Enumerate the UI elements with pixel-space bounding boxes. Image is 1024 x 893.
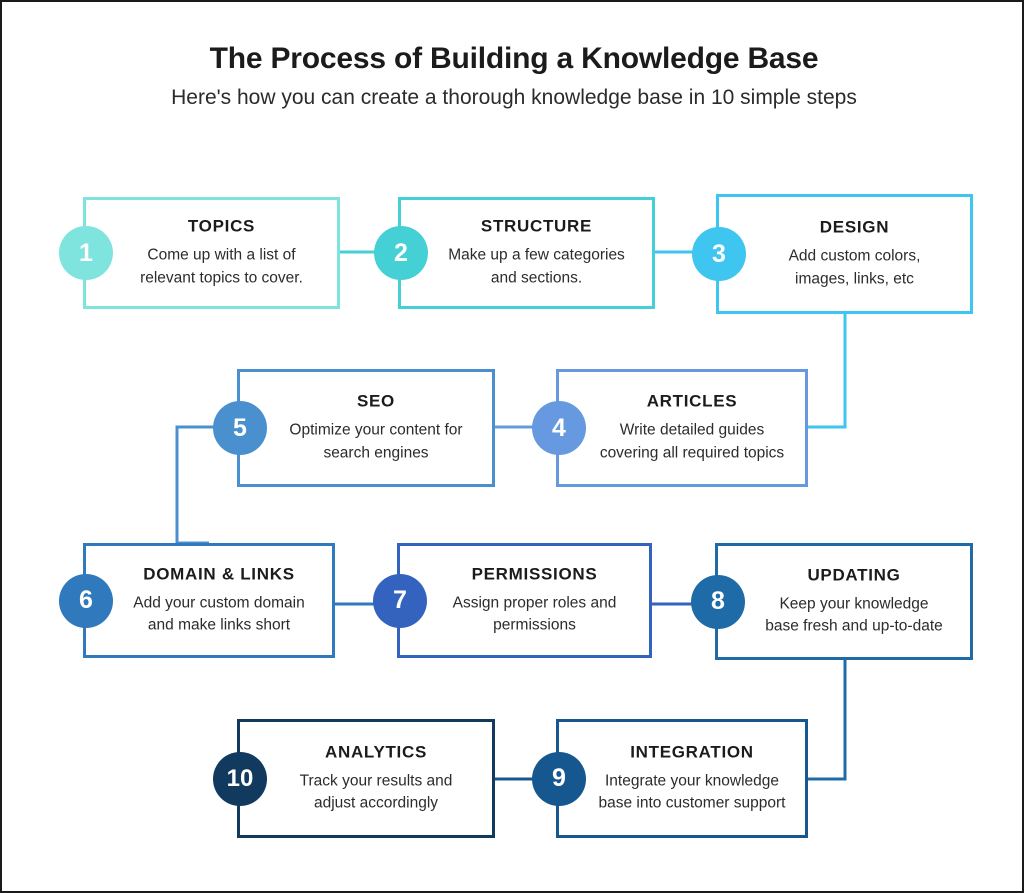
step-box-7[interactable]: 7 PERMISSIONS Assign proper roles and pe… xyxy=(373,543,652,658)
step-content-10: ANALYTICS Track your results and adjust … xyxy=(240,742,492,815)
step-title-6: DOMAIN & LINKS xyxy=(143,563,295,583)
step-desc-line2-7: permissions xyxy=(493,616,576,634)
step-number-5: 5 xyxy=(233,413,247,442)
step-badge-2: 2 xyxy=(374,226,428,280)
step-number-6: 6 xyxy=(79,586,93,614)
page-subtitle: Here's how you can create a thorough kno… xyxy=(171,86,857,109)
step-badge-4: 4 xyxy=(532,401,586,455)
step-content-7: PERMISSIONS Assign proper roles and perm… xyxy=(400,564,649,637)
step-desc-line2-6: and make links short xyxy=(147,616,291,634)
step-badge-1: 1 xyxy=(59,226,113,280)
step-desc-line2-10: adjust accordingly xyxy=(313,794,439,812)
step-desc-line2-1: relevant topics to cover. xyxy=(140,269,303,287)
step-box-1[interactable]: 1 TOPICS Come up with a list of relevant… xyxy=(59,197,340,309)
step-desc-line1-5: Optimize your content for xyxy=(289,421,463,439)
step-badge-8: 8 xyxy=(691,574,745,629)
step-content-5: SEO Optimize your content for search eng… xyxy=(240,391,492,464)
step-title-10: ANALYTICS xyxy=(324,741,428,761)
step-desc-line1-7: Assign proper roles and xyxy=(452,594,617,612)
step-content-6: DOMAIN & LINKS Add your custom domain an… xyxy=(86,564,332,637)
step-desc-line2-5: search engines xyxy=(323,444,429,462)
step-number-4: 4 xyxy=(552,413,566,442)
step-desc-line2-4: covering all required topics xyxy=(599,444,785,462)
step-content-9: INTEGRATION Integrate your knowledge bas… xyxy=(559,742,805,815)
step-title-3: DESIGN xyxy=(819,217,890,237)
step-title-2: STRUCTURE xyxy=(480,216,593,236)
step-number-10: 10 xyxy=(226,764,254,792)
page-title: The Process of Building a Knowledge Base xyxy=(209,42,819,75)
header: The Process of Building a Knowledge Base… xyxy=(2,42,1022,110)
step-badge-3: 3 xyxy=(692,227,746,281)
step-number-8: 8 xyxy=(711,587,725,615)
step-box-2[interactable]: 2 STRUCTURE Make up a few categories and… xyxy=(374,197,655,309)
step-title-9: INTEGRATION xyxy=(630,741,754,761)
step-box-5[interactable]: 5 SEO Optimize your content for search e… xyxy=(213,369,495,487)
step-number-9: 9 xyxy=(552,764,566,792)
step-box-10[interactable]: 10 ANALYTICS Track your results and adju… xyxy=(213,719,495,838)
step-desc-line1-8: Keep your knowledge xyxy=(779,595,929,613)
connector-3-to-4 xyxy=(808,314,847,429)
step-content-3: DESIGN Add custom colors, images, links,… xyxy=(719,217,970,290)
step-desc-line1-6: Add your custom domain xyxy=(133,594,305,612)
step-desc-line2-2: and sections. xyxy=(490,269,583,287)
step-content-2: STRUCTURE Make up a few categories and s… xyxy=(401,216,652,289)
step-badge-10: 10 xyxy=(213,751,267,806)
step-desc-line2-3: images, links, etc xyxy=(795,270,914,288)
step-title-8: UPDATING xyxy=(807,564,901,584)
step-desc-line1-3: Add custom colors, xyxy=(788,247,921,265)
step-title-5: SEO xyxy=(356,391,395,411)
step-title-7: PERMISSIONS xyxy=(471,563,598,583)
step-desc-line2-9: base into customer support xyxy=(598,794,786,812)
connector-8-to-9 xyxy=(808,660,847,781)
step-title-1: TOPICS xyxy=(187,216,256,236)
step-box-3[interactable]: 3 DESIGN Add custom colors, images, link… xyxy=(692,194,973,314)
step-desc-line1-1: Come up with a list of xyxy=(147,246,296,264)
step-content-1: TOPICS Come up with a list of relevant t… xyxy=(86,216,337,289)
step-content-8: UPDATING Keep your knowledge base fresh … xyxy=(718,565,970,638)
step-badge-9: 9 xyxy=(532,751,586,806)
step-box-8[interactable]: 8 UPDATING Keep your knowledge base fres… xyxy=(691,543,973,660)
step-box-6[interactable]: 6 DOMAIN & LINKS Add your custom domain … xyxy=(59,543,335,658)
step-badge-5: 5 xyxy=(213,401,267,455)
step-number-3: 3 xyxy=(712,239,726,268)
step-number-1: 1 xyxy=(79,238,93,267)
step-number-7: 7 xyxy=(393,586,407,614)
step-desc-line2-8: base fresh and up-to-date xyxy=(765,617,943,635)
step-content-4: ARTICLES Write detailed guides covering … xyxy=(559,391,805,464)
step-number-2: 2 xyxy=(394,238,408,267)
step-desc-line1-2: Make up a few categories xyxy=(448,246,625,264)
step-title-4: ARTICLES xyxy=(646,391,738,411)
step-badge-7: 7 xyxy=(373,573,427,628)
step-box-9[interactable]: 9 INTEGRATION Integrate your knowledge b… xyxy=(532,719,808,838)
step-desc-line1-9: Integrate your knowledge xyxy=(604,772,780,790)
step-desc-line1-10: Track your results and xyxy=(299,772,453,790)
step-box-4[interactable]: 4 ARTICLES Write detailed guides coverin… xyxy=(532,369,808,487)
step-badge-6: 6 xyxy=(59,573,113,628)
step-desc-line1-4: Write detailed guides xyxy=(619,421,765,439)
